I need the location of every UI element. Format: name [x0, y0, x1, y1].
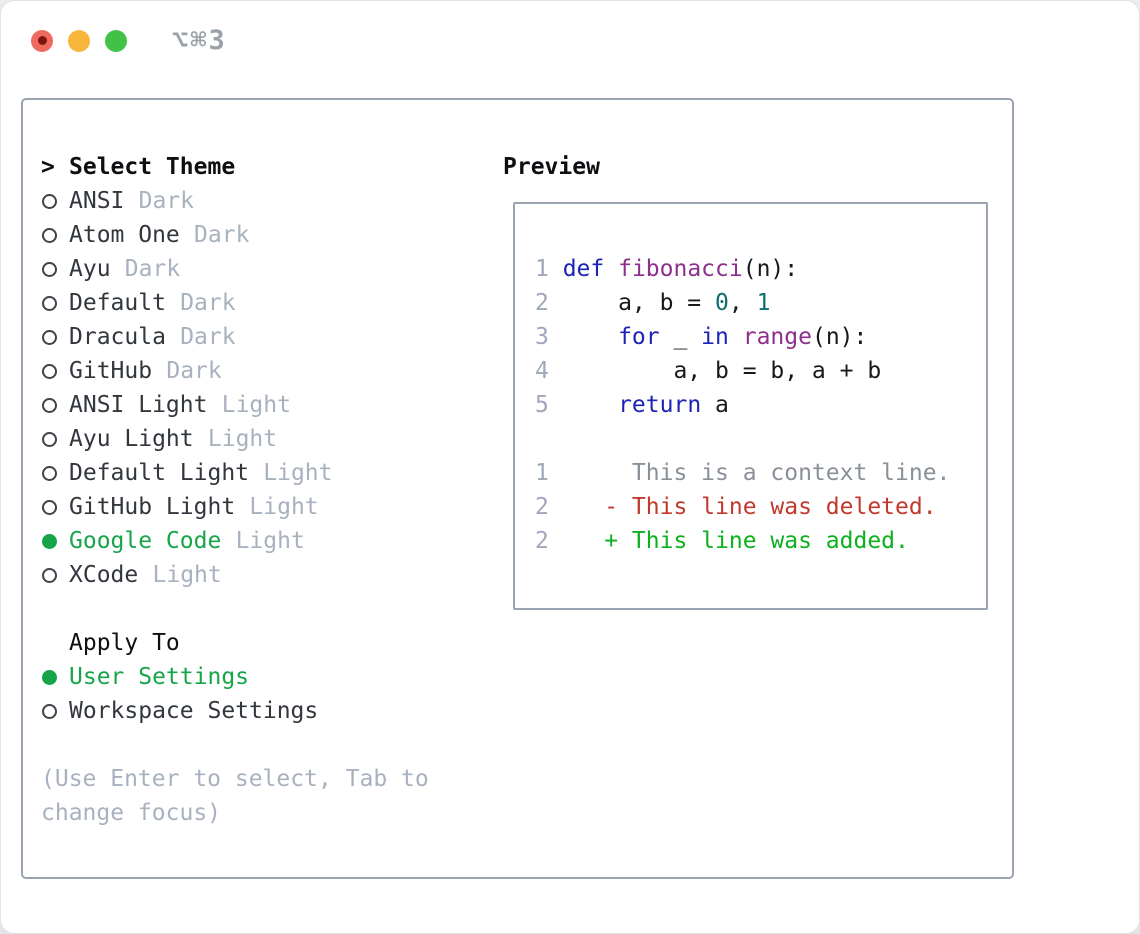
- line-number: 4: [535, 358, 549, 384]
- radio-icon: [42, 703, 57, 719]
- title-bar: ⌥⌘3: [1, 1, 1139, 98]
- option-label: Ayu: [69, 256, 111, 282]
- theme-variant-label: Light: [235, 528, 305, 554]
- option-label: ANSI Light: [69, 392, 208, 418]
- radio-icon: [42, 465, 57, 481]
- radio-icon: [42, 567, 57, 583]
- line-number: 2: [535, 290, 549, 316]
- theme-variant-label: Light: [221, 392, 291, 418]
- radio-icon: [42, 499, 57, 515]
- theme-variant-label: Dark: [138, 188, 195, 214]
- zoom-window-button[interactable]: [105, 29, 127, 52]
- option-label: Default: [69, 290, 166, 316]
- select-theme-header-row: > Select Theme: [41, 150, 503, 184]
- theme-variant-label: Light: [263, 460, 333, 486]
- code-line: 4 a, b = b, a + b: [535, 354, 986, 388]
- radio-icon: [42, 295, 57, 311]
- theme-option[interactable]: XCode Light: [41, 558, 503, 592]
- radio-icon: [42, 431, 57, 447]
- radio-selected-icon: [42, 669, 57, 685]
- option-label: ANSI: [69, 188, 125, 214]
- window-title: ⌥⌘3: [172, 25, 227, 56]
- diff-line: 2 + This line was added.: [535, 524, 986, 558]
- option-label: User Settings: [69, 664, 250, 690]
- code-line: 2 a, b = 0, 1: [535, 286, 986, 320]
- theme-variant-label: Dark: [180, 290, 236, 316]
- cursor-icon: >: [41, 154, 55, 180]
- line-number: 5: [535, 392, 549, 418]
- theme-variant-label: Light: [152, 562, 222, 588]
- theme-variant-label: Dark: [124, 256, 181, 282]
- preview-header: Preview: [503, 154, 600, 180]
- code-line: 5 return a: [535, 388, 986, 422]
- keyboard-hint: (Use Enter to select, Tab to change focu…: [41, 766, 429, 826]
- theme-option[interactable]: Google Code Light: [41, 524, 503, 558]
- diff-preview: 1 This is a context line.2 - This line w…: [535, 456, 986, 558]
- diff-line: 1 This is a context line.: [535, 456, 986, 490]
- theme-option[interactable]: Default Dark: [41, 286, 503, 320]
- code-line: 3 for _ in range(n):: [535, 320, 986, 354]
- close-window-button[interactable]: [31, 29, 53, 52]
- window-controls: [31, 29, 142, 52]
- line-number: 2: [535, 528, 549, 554]
- select-theme-header: Select Theme: [69, 154, 236, 180]
- option-label: Workspace Settings: [69, 698, 319, 724]
- apply-to-header-row: Apply To: [41, 626, 503, 660]
- option-label: Google Code: [69, 528, 222, 554]
- close-window-dot-icon: [37, 36, 47, 45]
- theme-variant-label: Light: [249, 494, 319, 520]
- radio-icon: [42, 397, 57, 413]
- theme-option[interactable]: ANSI Dark: [41, 184, 503, 218]
- option-label: Ayu Light: [69, 426, 194, 452]
- radio-icon: [42, 227, 57, 243]
- line-number: 2: [535, 494, 549, 520]
- line-number: 1: [535, 256, 549, 282]
- diff-line: 2 - This line was deleted.: [535, 490, 986, 524]
- theme-option[interactable]: Default Light Light: [41, 456, 503, 490]
- theme-option[interactable]: Ayu Dark: [41, 252, 503, 286]
- option-label: GitHub: [69, 358, 153, 384]
- option-label: Atom One: [69, 222, 180, 248]
- theme-variant-label: Dark: [194, 222, 250, 248]
- apply-option[interactable]: User Settings: [41, 660, 503, 694]
- theme-option[interactable]: Ayu Light Light: [41, 422, 503, 456]
- radio-icon: [42, 363, 57, 379]
- option-label: GitHub Light: [69, 494, 236, 520]
- theme-variant-label: Dark: [166, 358, 222, 384]
- apply-option[interactable]: Workspace Settings: [41, 694, 503, 728]
- minimize-window-button[interactable]: [68, 29, 90, 52]
- option-label: Default Light: [69, 460, 250, 486]
- theme-option[interactable]: Dracula Dark: [41, 320, 503, 354]
- theme-option[interactable]: ANSI Light Light: [41, 388, 503, 422]
- cursor-marker: >: [41, 154, 69, 180]
- apply-to-header: Apply To: [69, 630, 180, 656]
- theme-option[interactable]: GitHub Dark: [41, 354, 503, 388]
- option-label: Dracula: [69, 324, 166, 350]
- radio-icon: [42, 329, 57, 345]
- theme-option[interactable]: Atom One Dark: [41, 218, 503, 252]
- theme-variant-label: Light: [207, 426, 278, 452]
- radio-icon: [42, 261, 57, 277]
- blank-line: [535, 422, 986, 456]
- line-number: 1: [535, 460, 549, 486]
- line-number: 3: [535, 324, 549, 350]
- theme-variant-label: Dark: [180, 324, 236, 350]
- theme-option[interactable]: GitHub Light Light: [41, 490, 503, 524]
- option-label: XCode: [69, 562, 139, 588]
- radio-icon: [42, 193, 57, 209]
- radio-selected-icon: [42, 533, 57, 549]
